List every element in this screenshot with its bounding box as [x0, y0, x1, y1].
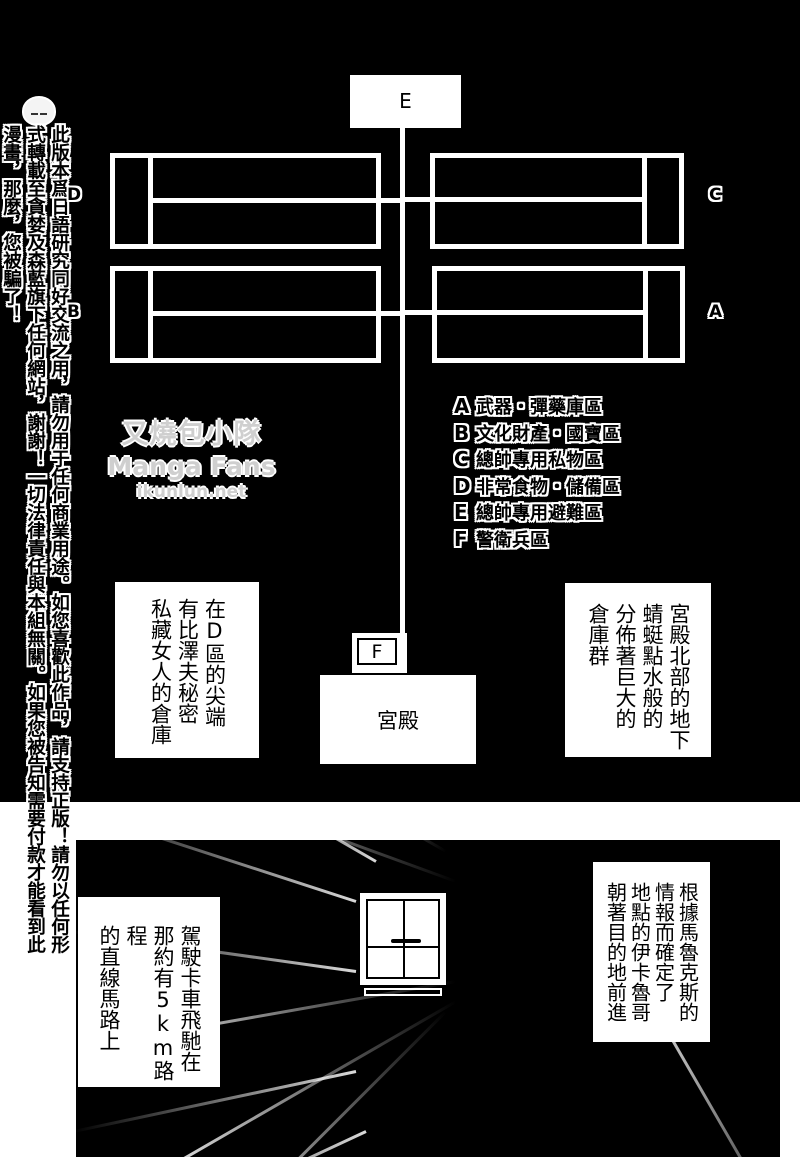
- zone-b-corridor: [150, 311, 402, 316]
- truck-rear-illustration: [360, 893, 446, 985]
- caption-text: 根據馬魯克斯的 情報而確定了 地點的伊卡魯哥 朝著目的地前進: [603, 882, 700, 1022]
- caption-box-top-left: 在D區的尖端 有比澤夫秘密 私藏女人的倉庫: [115, 582, 259, 758]
- zone-b-letter: B: [67, 302, 80, 322]
- scanlator-watermark: 又燒包小隊 Manga Fans ikunlun.net: [104, 418, 279, 502]
- watermark-english: Manga Fans: [107, 452, 276, 481]
- zone-a-letter: A: [709, 302, 723, 322]
- scanlation-disclaimer: 此版本爲日語研究同好交流之用，請勿用于任何商業用途。如您喜歡此作品，請支持正版！…: [0, 125, 69, 953]
- caption-box-bottom-right: 根據馬魯克斯的 情報而確定了 地點的伊卡魯哥 朝著目的地前進: [593, 862, 710, 1042]
- speed-line: [173, 840, 457, 883]
- zone-e-box: E: [350, 75, 461, 128]
- speed-line: [76, 840, 357, 903]
- road-panel: 駕駛卡車飛馳在 那約有5km路程 的直線馬路上 根據馬魯克斯的 情報而確定了 地…: [76, 840, 780, 1157]
- zone-e-label: E: [399, 89, 412, 113]
- zone-f-label: F: [357, 638, 397, 665]
- watermark-url: ikunlun.net: [136, 482, 247, 502]
- zone-a-divider: [643, 266, 648, 363]
- palace-label: 宮殿: [377, 709, 419, 733]
- zone-d-letter: D: [67, 185, 82, 205]
- watermark-chinese: 又燒包小隊: [121, 419, 262, 450]
- speed-line: [102, 1130, 367, 1157]
- caption-box-bottom-left: 駕駛卡車飛馳在 那約有5km路程 的直線馬路上: [78, 897, 220, 1087]
- zone-d-corridor: [150, 198, 402, 203]
- zone-c-corridor: [402, 197, 645, 202]
- caption-text: 在D區的尖端 有比澤夫秘密 私藏女人的倉庫: [148, 598, 227, 745]
- truck-bumper: [364, 988, 442, 996]
- corridor-line: [400, 128, 405, 642]
- palace-box: 宮殿: [320, 675, 476, 764]
- caption-text: 駕駛卡車飛馳在 那約有5km路程 的直線馬路上: [97, 925, 202, 1081]
- caption-box-top-right: 宮殿北部的地下 蜻蜓點水般的 分佈著巨大的 倉庫群: [565, 583, 711, 757]
- zone-a-corridor: [402, 310, 645, 315]
- steamed-bun-mascot-icon: [22, 96, 56, 126]
- speed-line: [211, 1010, 448, 1157]
- zone-f-frame: F: [352, 633, 407, 673]
- zone-c-letter: C: [709, 185, 722, 205]
- caption-text: 宮殿北部的地下 蜻蜓點水般的 分佈著巨大的 倉庫群: [586, 603, 691, 750]
- map-panel: 此版本爲日語研究同好交流之用，請勿用于任何商業用途。如您喜歡此作品，請支持正版！…: [0, 0, 800, 953]
